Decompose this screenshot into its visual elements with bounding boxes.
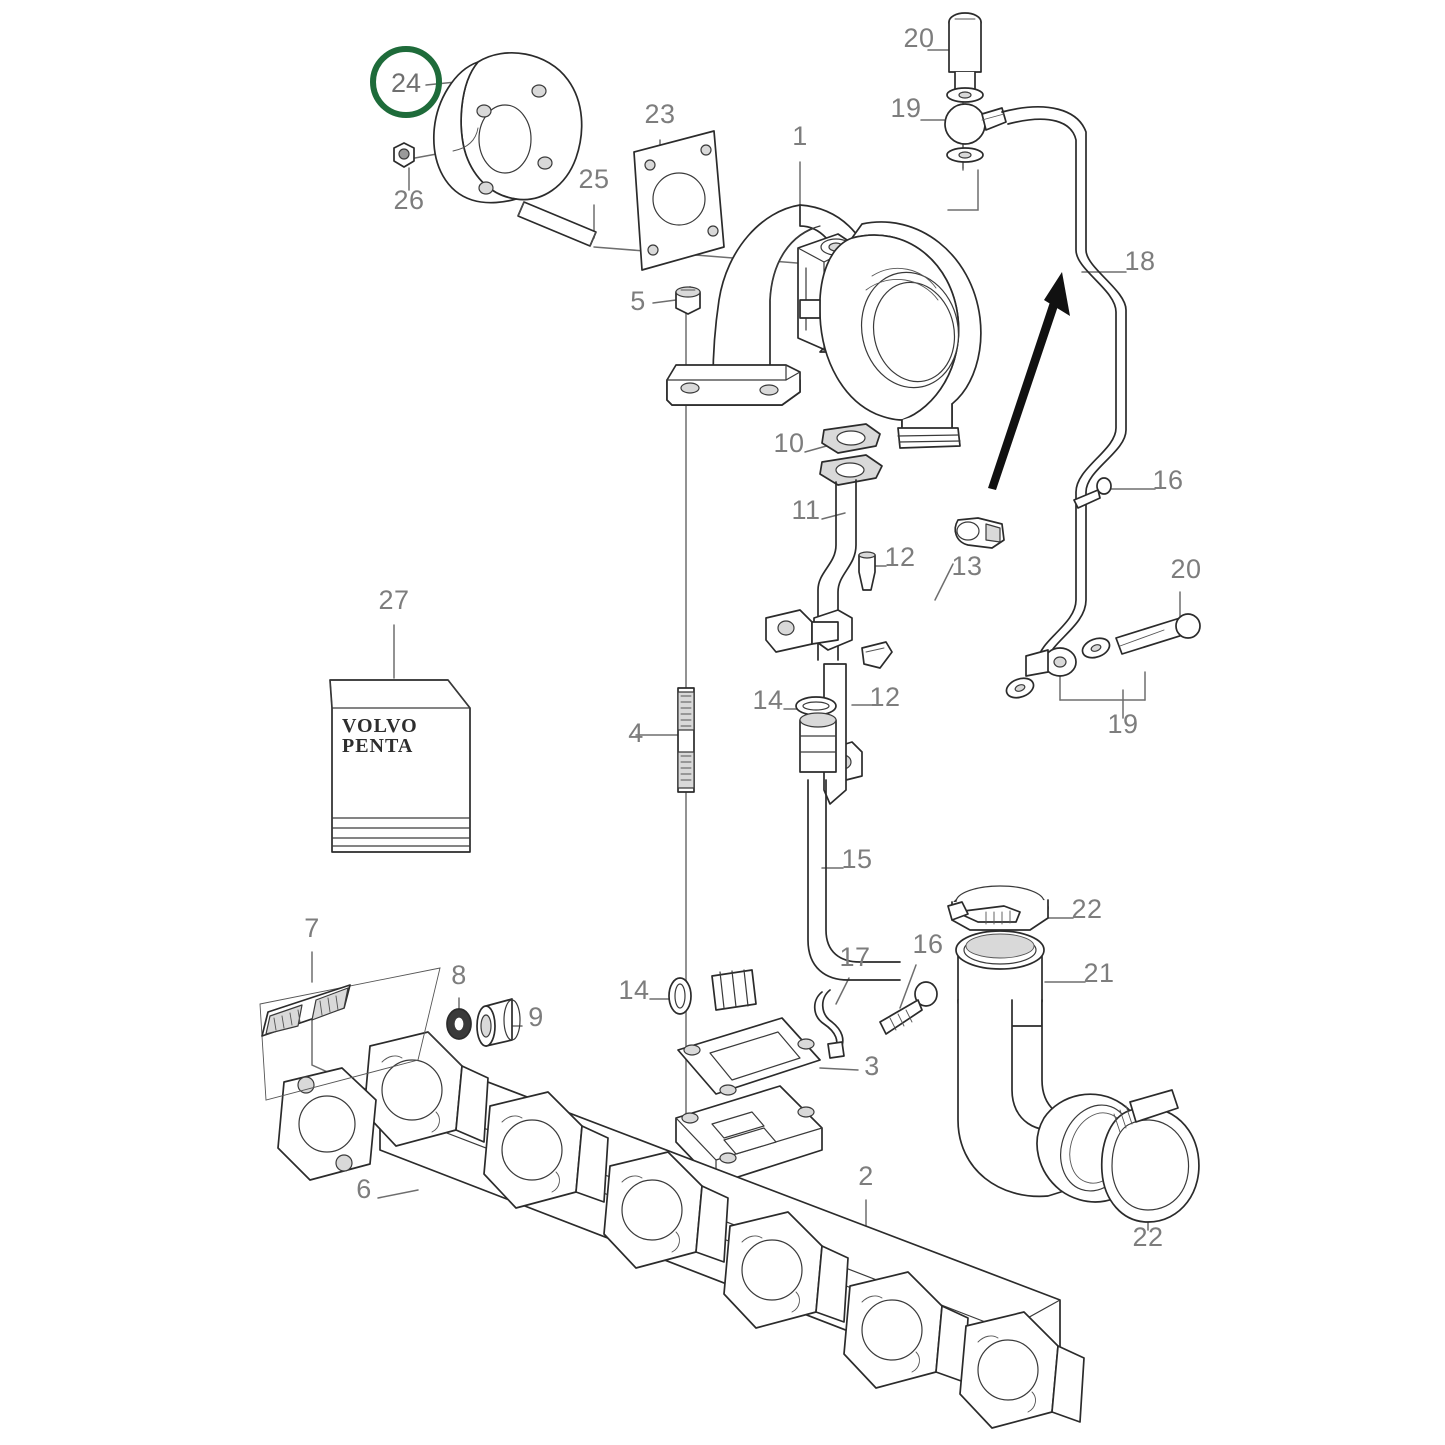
part-14-oring-lower xyxy=(668,977,692,1015)
callout-4: 4 xyxy=(628,718,644,748)
part-23-gasket-plate xyxy=(633,130,725,271)
callout-17: 17 xyxy=(839,942,870,972)
part-16-bolt-lower xyxy=(879,981,938,1035)
callout-23: 23 xyxy=(644,99,675,129)
part-10-gaskets xyxy=(819,423,883,486)
callout-12b: 12 xyxy=(869,682,900,712)
callout-16b: 16 xyxy=(912,929,943,959)
part-6-manifold-gasket xyxy=(277,1067,377,1181)
part-25-dowel-pin xyxy=(517,201,597,247)
part-20-banjo-bolt-top xyxy=(948,12,982,93)
part-15-oil-return-hose xyxy=(799,712,901,981)
callout-19b: 19 xyxy=(1107,709,1138,739)
part-4-stud xyxy=(677,687,695,793)
part-22-hose-clamp-lower xyxy=(1100,1089,1200,1223)
part-1-turbocharger xyxy=(666,204,982,449)
brand-line-2: PENTA xyxy=(342,735,413,757)
part-12-screw-upper xyxy=(858,551,876,591)
callout-12: 12 xyxy=(884,542,915,572)
flow-direction-arrow xyxy=(988,272,1070,490)
part-24-flange-disc xyxy=(433,51,583,204)
callout-24-highlighted: 24 xyxy=(391,68,421,98)
part-26-nut xyxy=(393,142,415,168)
callout-18: 18 xyxy=(1124,246,1155,276)
part-22-hose-clamp-upper xyxy=(947,885,1049,931)
callout-22: 22 xyxy=(1071,894,1102,924)
callout-14b: 14 xyxy=(618,975,649,1005)
callout-26: 26 xyxy=(393,185,424,215)
callout-3: 3 xyxy=(864,1051,880,1081)
hose-end-fitting xyxy=(711,969,757,1011)
callout-14: 14 xyxy=(752,685,783,715)
callout-13: 13 xyxy=(951,551,982,581)
part-13-pipe-clamp xyxy=(954,517,1005,549)
callout-20: 20 xyxy=(903,23,934,53)
callout-20b: 20 xyxy=(1170,554,1201,584)
part-19-washers-top xyxy=(944,87,1007,163)
callout-5: 5 xyxy=(630,286,646,316)
callout-labels: 1 2 3 4 5 6 7 8 9 10 11 12 12 13 14 14 1… xyxy=(304,23,1201,1252)
part-14-oring-upper xyxy=(795,696,837,716)
callout-8: 8 xyxy=(451,960,467,990)
callout-1: 1 xyxy=(792,121,808,151)
callout-11: 11 xyxy=(791,495,820,525)
callout-10: 10 xyxy=(773,428,804,458)
highlight-ring-item-24 xyxy=(370,46,442,118)
callout-22b: 22 xyxy=(1132,1222,1163,1252)
brand-line-1: VOLVO xyxy=(342,715,418,737)
part-27-volvo-penta-label: VOLVO PENTA xyxy=(329,679,471,853)
callout-9: 9 xyxy=(528,1002,544,1032)
part-8-lock-washer xyxy=(446,1008,472,1040)
part-7-stud xyxy=(259,967,441,1101)
part-18-oil-feed-pipe xyxy=(1001,106,1127,661)
part-3-turbo-gasket xyxy=(677,1017,821,1096)
callout-2: 2 xyxy=(858,1161,874,1191)
callout-19: 19 xyxy=(890,93,921,123)
part-9-spacer-bush xyxy=(476,998,521,1047)
part-2-exhaust-manifold xyxy=(363,1031,1085,1429)
part-5-nut xyxy=(675,286,701,315)
callout-7: 7 xyxy=(304,913,320,943)
part-19-20-banjo-lower xyxy=(1005,613,1201,699)
callout-16: 16 xyxy=(1152,465,1183,495)
callout-21: 21 xyxy=(1083,958,1114,988)
part-16-screw-upper xyxy=(1073,477,1112,509)
part-17-retaining-clip xyxy=(813,989,845,1059)
callout-6: 6 xyxy=(356,1174,372,1204)
manifold-outlet-flange xyxy=(675,1085,823,1185)
callout-25: 25 xyxy=(578,164,609,194)
callout-27: 27 xyxy=(378,585,409,615)
callout-15: 15 xyxy=(841,844,872,874)
